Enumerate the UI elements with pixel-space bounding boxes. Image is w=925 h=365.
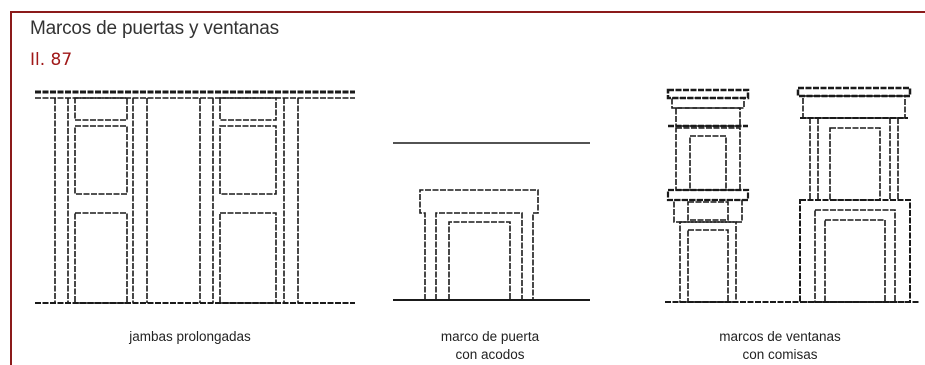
figure-title: Marcos de puertas y ventanas bbox=[30, 18, 279, 39]
caption-line: marco de puerta bbox=[440, 329, 540, 344]
caption-line: con acodos bbox=[455, 347, 525, 362]
drawing-marco-de-puerta bbox=[393, 142, 590, 301]
drawing-ventana-izquierda bbox=[665, 88, 920, 303]
caption-ventanas: marcos de ventanas con comisas bbox=[660, 328, 900, 364]
drawing-ventana-derecha bbox=[796, 86, 912, 303]
caption-puerta: marco de puerta con acodos bbox=[380, 328, 600, 364]
figure-frame bbox=[10, 11, 925, 365]
figure-number: Il. 87 bbox=[30, 50, 73, 70]
caption-jambas: jambas prolongadas bbox=[70, 328, 310, 346]
caption-line: con comisas bbox=[742, 347, 818, 362]
drawing-jambas-prolongadas bbox=[35, 90, 355, 304]
caption-line: marcos de ventanas bbox=[719, 329, 841, 344]
caption-line: jambas prolongadas bbox=[129, 329, 251, 344]
